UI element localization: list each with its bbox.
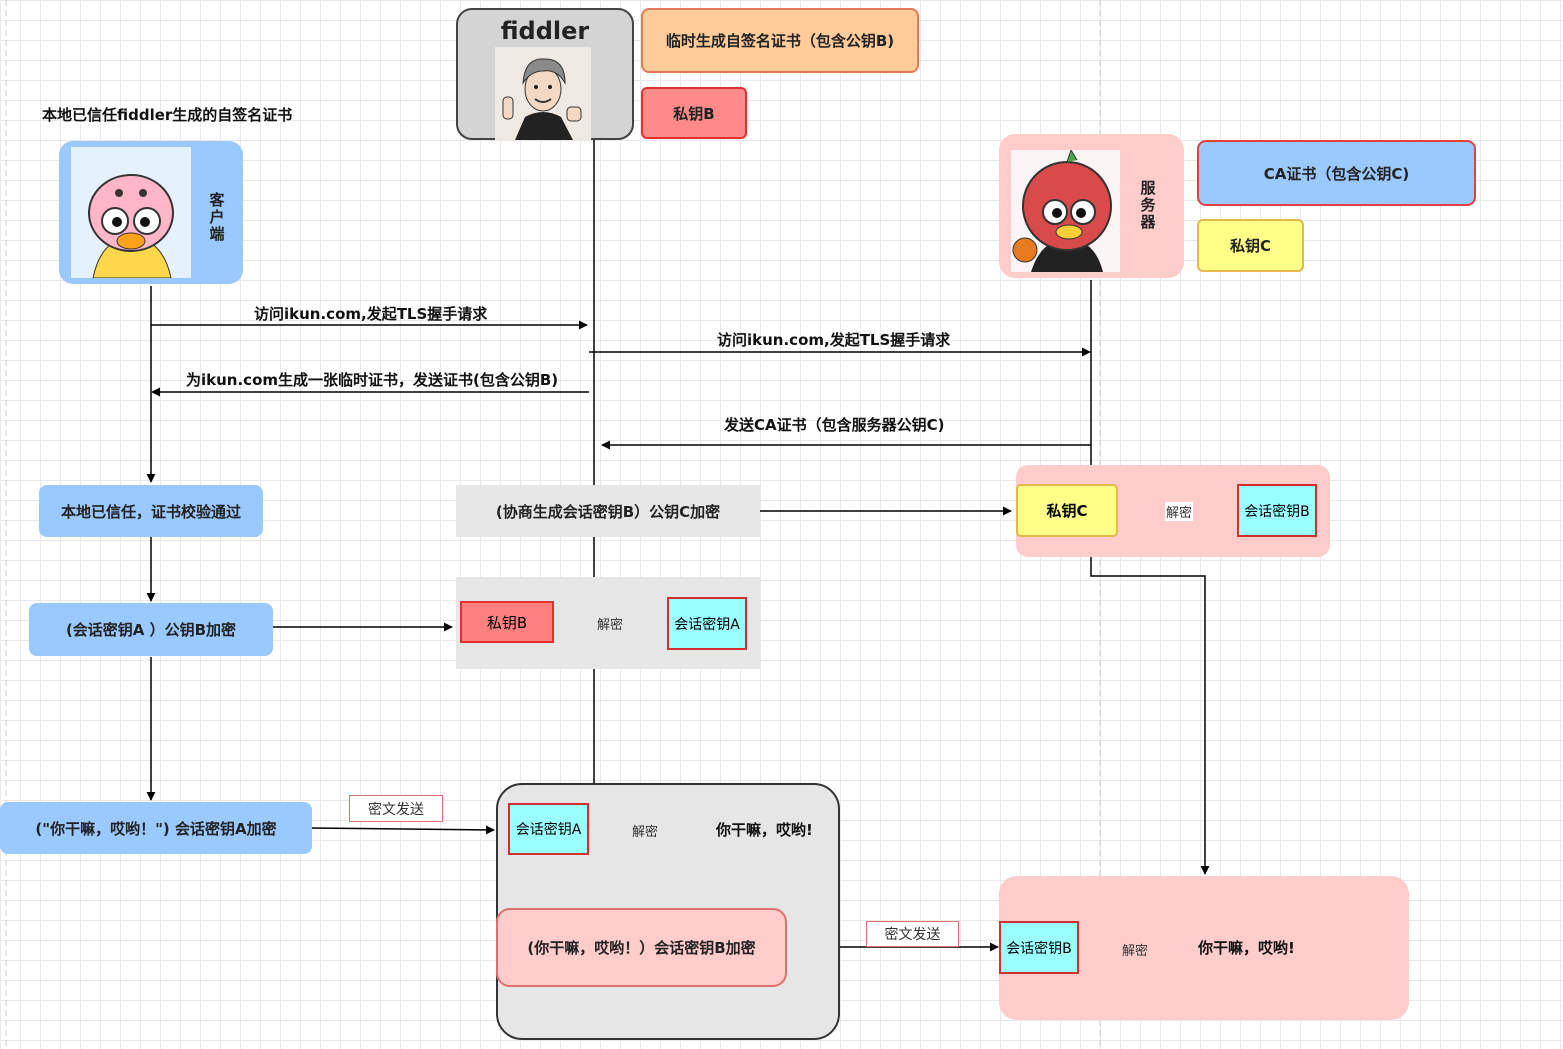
client-encrypt-box: (会话密钥A ）公钥B加密 [29, 603, 273, 656]
fiddler-private-key-box: 私钥B [641, 87, 747, 139]
decrypt-label-server: 解密 [1165, 502, 1194, 521]
server-private-key-c: 私钥C [1016, 484, 1118, 537]
fiddler-send-box: (你干嘛，哎哟！）会话密钥B加密 [496, 908, 787, 987]
client-send-box: ("你干嘛，哎哟！") 会话密钥A加密 [0, 802, 312, 854]
client-send-to-fiddler-arrow [311, 825, 495, 835]
man-avatar-icon [495, 47, 591, 140]
fiddler-plaintext: 你干嘛，哎哟! [716, 821, 813, 839]
server-session-key-b-2: 会话密钥B [999, 921, 1079, 974]
server-private-key-box: 私钥C [1197, 219, 1304, 272]
client-note: 本地已信任fiddler生成的自签名证书 [42, 106, 293, 124]
server-label: 服务器 [1138, 179, 1157, 231]
lychee-duck-avatar-icon [1011, 150, 1120, 272]
server-session-key-b: 会话密钥B [1237, 484, 1317, 537]
server-plaintext: 你干嘛，哎哟! [1198, 939, 1295, 957]
fiddler-session-key-a-2: 会话密钥A [508, 803, 589, 855]
decrypt-label-final: 解密 [1121, 940, 1150, 959]
fiddler-private-key-b: 私钥B [460, 601, 554, 643]
decrypt-label-fiddler-a: 解密 [631, 821, 660, 840]
msg-server-to-fiddler-label: 发送CA证书（包含服务器公钥C) [724, 416, 945, 434]
fiddler-avatar [495, 47, 591, 140]
server-avatar [1011, 150, 1120, 272]
ca-cert-box: CA证书（包含公钥C) [1197, 140, 1476, 206]
msg-fiddler-to-client-label: 为ikun.com生成一张临时证书，发送证书(包含公钥B) [186, 371, 559, 389]
msg-fiddler-to-server-label: 访问ikun.com,发起TLS握手请求 [717, 331, 951, 349]
fiddler-negotiate-box: (协商生成会话密钥B）公钥C加密 [456, 485, 760, 537]
fiddler-session-key-a: 会话密钥A [667, 597, 747, 650]
client-label: 客户端 [207, 191, 226, 243]
temp-cert-box: 临时生成自签名证书（包含公钥B) [641, 8, 919, 73]
fiddler-title: fiddler [500, 17, 590, 45]
ciphertext-tag-client: 密文发送 [349, 795, 443, 822]
client-verified-box: 本地已信任，证书校验通过 [39, 485, 263, 537]
decrypt-label-fiddler-b: 解密 [596, 614, 625, 633]
msg-client-to-fiddler-label: 访问ikun.com,发起TLS握手请求 [254, 305, 488, 323]
ciphertext-tag-fiddler: 密文发送 [866, 921, 959, 947]
duck-avatar-icon [71, 147, 191, 278]
client-avatar [71, 147, 191, 278]
server-elbow-arrow [1090, 555, 1210, 875]
